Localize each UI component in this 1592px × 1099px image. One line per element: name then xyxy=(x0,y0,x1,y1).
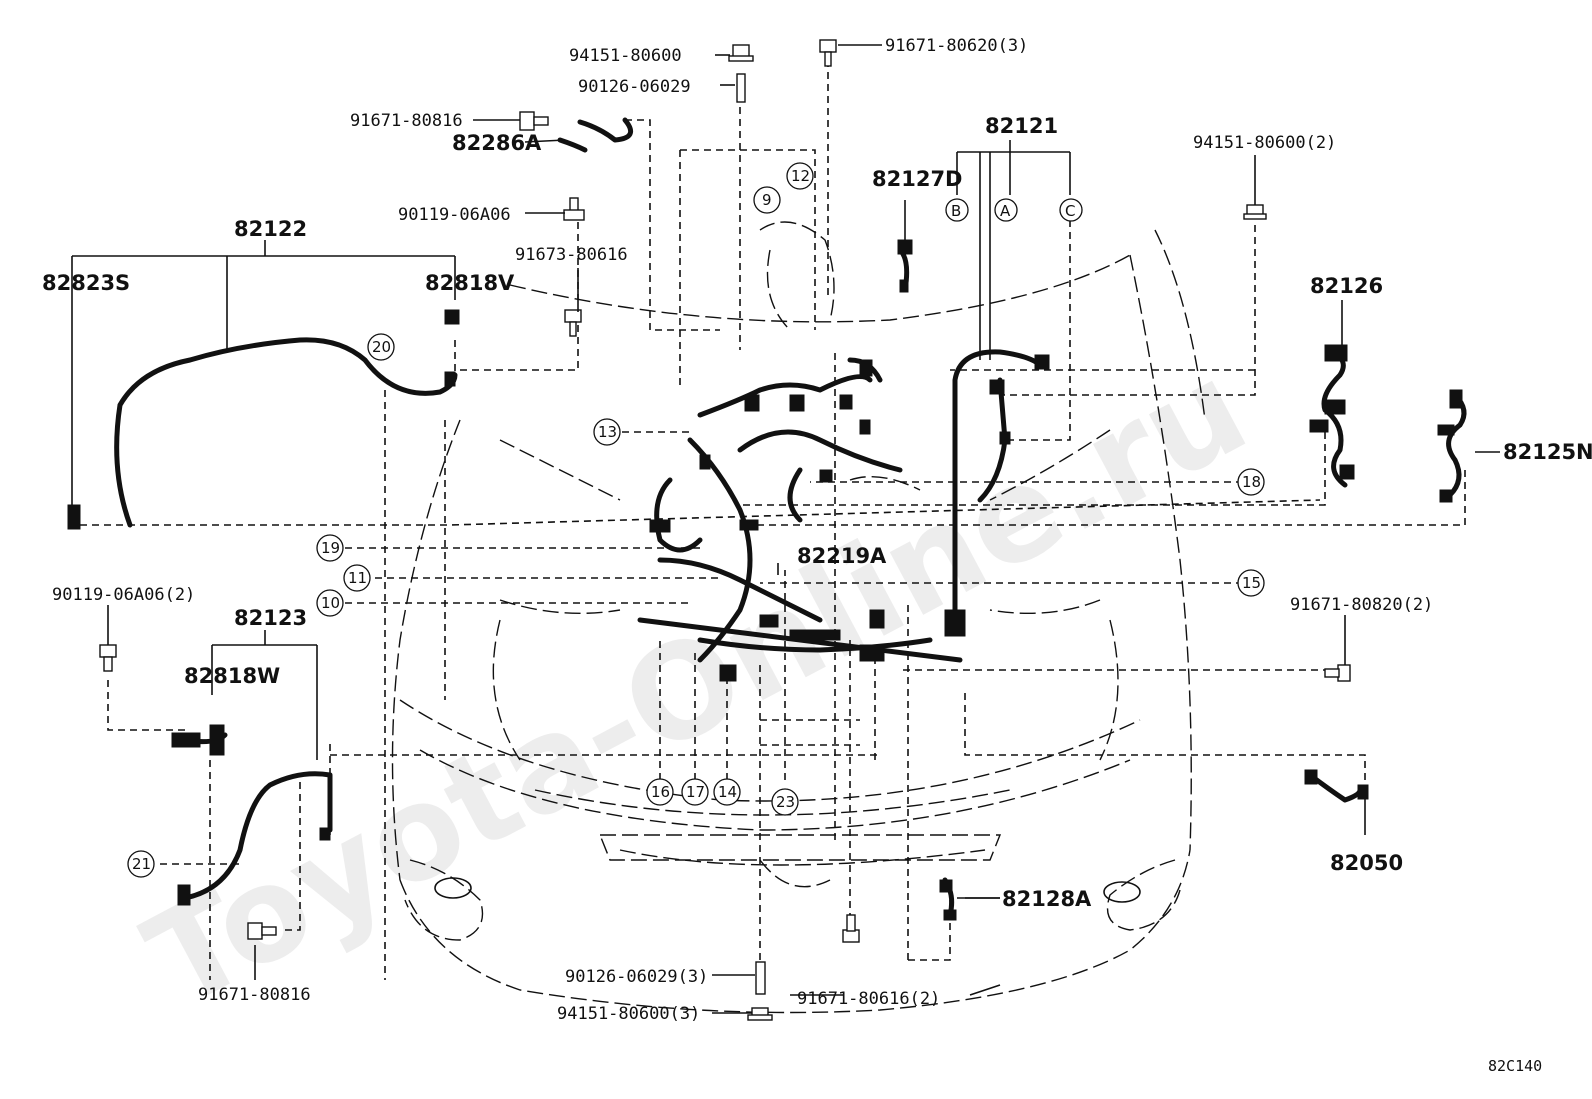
bolt-icon xyxy=(1324,664,1351,682)
assembly-label: 82128A xyxy=(1002,887,1092,911)
connector-letter-markers: B A C xyxy=(945,198,1083,222)
fastener-label: 91671-80820(2) xyxy=(1290,595,1433,615)
leader-lines xyxy=(80,60,1466,980)
connector-letter: A xyxy=(1000,202,1011,220)
assembly-label: 82126 xyxy=(1310,274,1383,298)
bolt-icon xyxy=(247,922,277,940)
assembly-label: 82127D xyxy=(872,167,963,191)
fastener-label: 91673-80616 xyxy=(515,245,628,265)
bolt-icon xyxy=(564,309,582,337)
assembly-label: 82219A xyxy=(797,544,887,568)
assembly-brackets xyxy=(71,140,1500,899)
assembly-label: 82823S xyxy=(42,271,130,295)
callout-number: 18 xyxy=(1242,473,1261,491)
fastener-label: 94151-80600(3) xyxy=(557,1004,700,1024)
callout-number: 17 xyxy=(686,783,705,801)
callout-number: 14 xyxy=(718,783,737,801)
fastener-label: 90126-06029 xyxy=(578,77,691,97)
callout-number: 13 xyxy=(598,423,617,441)
bolt-icon xyxy=(563,197,585,221)
fastener-label: 94151-80600(2) xyxy=(1193,133,1336,153)
nut-icon xyxy=(1243,204,1267,220)
assembly-labels: 82121 82122 82123 82126 82125N 82127D 82… xyxy=(42,114,1592,911)
assembly-label: 82122 xyxy=(234,217,307,241)
callout-number: 16 xyxy=(651,783,670,801)
assembly-label: 82125N xyxy=(1503,440,1592,464)
assembly-label: 82121 xyxy=(985,114,1058,138)
vehicle-body-outline xyxy=(391,221,1206,1014)
assembly-label: 82818V xyxy=(425,271,515,295)
callout-number: 10 xyxy=(321,594,340,612)
bolt-icon xyxy=(99,644,117,672)
assembly-label: 82050 xyxy=(1330,851,1403,875)
bolt-icon xyxy=(519,111,549,131)
fastener-label: 91671-80616(2) xyxy=(797,989,940,1009)
callout-number: 21 xyxy=(132,855,151,873)
diagram-code: 82C140 xyxy=(1488,1057,1542,1075)
fastener-label: 90119-06A06 xyxy=(398,205,511,225)
callout-number: 19 xyxy=(321,539,340,557)
connector-blocks xyxy=(67,239,1463,921)
callout-number: 9 xyxy=(762,191,772,209)
nut-icon xyxy=(747,1007,773,1021)
fastener-label: 90126-06029(3) xyxy=(565,967,708,987)
assembly-label: 82818W xyxy=(184,664,280,688)
assembly-label: 82286A xyxy=(452,131,542,155)
stud-icon xyxy=(736,73,746,103)
callout-number: 23 xyxy=(776,793,795,811)
fastener-labels: 94151-80600 90126-06029 91671-80620(3) 9… xyxy=(52,36,1433,1024)
fastener-leaders xyxy=(107,44,1346,1014)
fastener-label: 91671-80816 xyxy=(350,111,463,131)
fastener-label: 91671-80620(3) xyxy=(885,36,1028,56)
stud-icon xyxy=(755,961,766,995)
callout-number: 11 xyxy=(348,569,367,587)
callout-markers: 9 12 13 18 19 11 10 15 20 21 16 17 14 23 xyxy=(127,162,1265,878)
connector-letter: B xyxy=(951,202,961,220)
nut-icon xyxy=(728,44,754,62)
connector-letter: C xyxy=(1065,202,1075,220)
callout-number: 20 xyxy=(372,338,391,356)
assembly-label: 82123 xyxy=(234,606,307,630)
fastener-label: 91671-80816 xyxy=(198,985,311,1005)
bolt-icon xyxy=(819,39,837,67)
fastener-symbols xyxy=(99,39,1351,1021)
fastener-label: 90119-06A06(2) xyxy=(52,585,195,605)
harness-lines xyxy=(114,117,1467,918)
callout-number: 12 xyxy=(791,167,810,185)
bolt-icon xyxy=(842,914,860,943)
callout-number: 15 xyxy=(1242,574,1261,592)
fastener-label: 94151-80600 xyxy=(569,46,682,66)
